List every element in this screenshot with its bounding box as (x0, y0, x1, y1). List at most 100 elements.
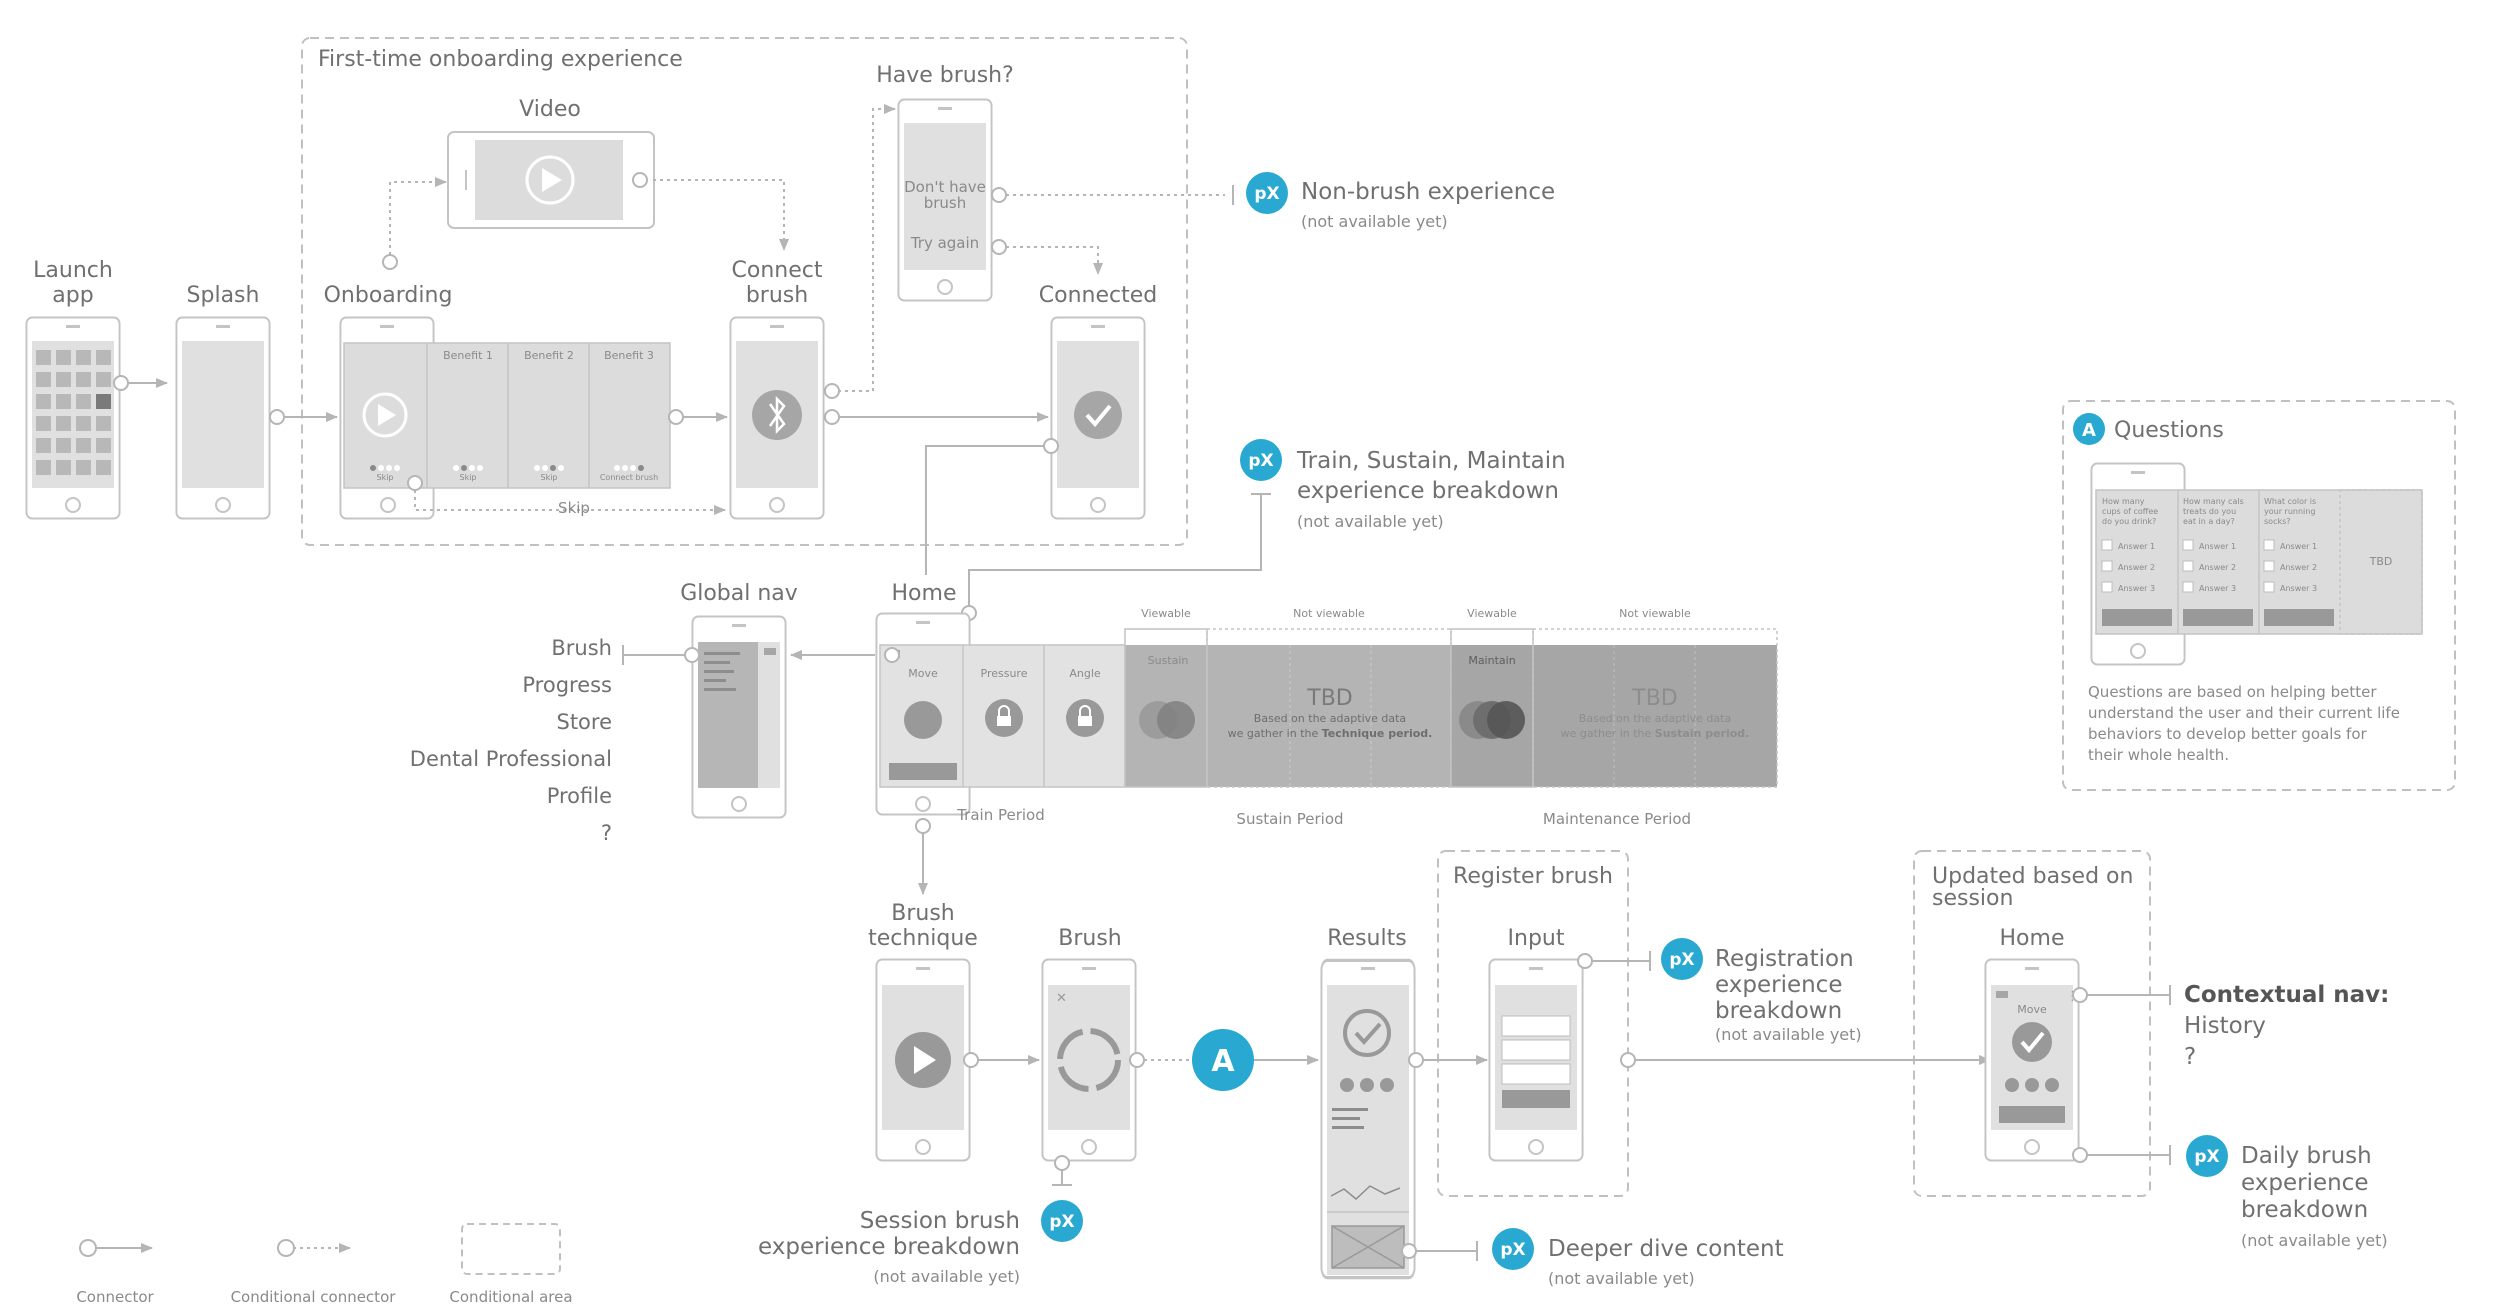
brush-label: Brush (1058, 926, 1122, 951)
connector-node (1401, 1052, 1424, 1259)
contextual-nav-title: Contextual nav: (2184, 982, 2389, 1008)
answer-checkbox[interactable] (2101, 539, 2113, 551)
question-text: What color is (2264, 497, 2316, 506)
app-icon (76, 438, 91, 453)
splash-phone[interactable] (175, 316, 271, 520)
app-icon-grid (36, 350, 111, 475)
launch-phone[interactable] (25, 316, 121, 520)
app-icon (96, 350, 111, 365)
maint-desc-1: Based on the adaptive data (1579, 712, 1731, 725)
questions-node-a[interactable] (1192, 1029, 1254, 1091)
global-nav-phone[interactable] (691, 615, 787, 819)
app-icon (76, 394, 91, 409)
answer-checkbox[interactable] (2182, 581, 2194, 593)
px-badge-daily[interactable] (2186, 1135, 2228, 1177)
answer-checkbox[interactable] (2101, 560, 2113, 572)
answer-checkbox[interactable] (2263, 581, 2275, 593)
close-icon[interactable]: ✕ (1056, 991, 1067, 1006)
global-nav-item[interactable]: Progress (522, 673, 612, 697)
px-badge-label: pX (1049, 1212, 1074, 1232)
answer-checkbox[interactable] (2101, 581, 2113, 593)
answer-label: Answer 2 (2118, 563, 2155, 572)
onboarding-area (301, 37, 1188, 546)
sustain-tile[interactable]: Sustain (1148, 654, 1189, 667)
benefit-1-foot[interactable]: Skip (459, 473, 476, 482)
px-badge-session[interactable] (1041, 1200, 1083, 1242)
brush-phone[interactable] (1041, 958, 1137, 1162)
have-brush-phone[interactable] (897, 98, 993, 302)
global-nav-item[interactable]: ? (601, 821, 612, 845)
answer-label: Answer 2 (2199, 563, 2236, 572)
answer-checkbox[interactable] (2182, 560, 2194, 572)
onboarding-phone[interactable] (339, 316, 435, 520)
contextual-nav-history[interactable]: History (2184, 1013, 2266, 1039)
question-next-button[interactable] (2102, 609, 2172, 626)
global-nav-item[interactable]: Store (556, 710, 612, 734)
onboarding-label: Onboarding (324, 283, 453, 308)
connect-label-2: brush (746, 283, 808, 308)
question-next-button[interactable] (2264, 609, 2334, 626)
question-text: do you drink? (2102, 517, 2156, 526)
page-dot (614, 465, 620, 471)
px-badge-deeper[interactable] (1492, 1228, 1534, 1270)
video-phone-landscape[interactable] (447, 131, 655, 229)
tile-move[interactable]: Move (908, 667, 938, 680)
checkmark-icon (2012, 1022, 2052, 1062)
play-icon[interactable] (362, 392, 408, 438)
benefit-2-foot[interactable]: Skip (540, 473, 557, 482)
tile-angle[interactable]: Angle (1069, 667, 1101, 680)
answer-label: Answer 1 (2280, 542, 2317, 551)
train-sub: (not available yet) (1297, 512, 1444, 531)
question-next-button[interactable] (2183, 609, 2253, 626)
connector (968, 493, 1271, 613)
registration-field-2[interactable] (1501, 1039, 1571, 1061)
session-title-2: experience breakdown (758, 1234, 1020, 1260)
tile-pressure[interactable]: Pressure (981, 667, 1028, 680)
questions-tbd: TBD (2369, 555, 2393, 568)
registration-field-3[interactable] (1501, 1063, 1571, 1085)
legend-conditional-connector: Conditional connector (231, 1288, 397, 1306)
menu-icon[interactable] (1996, 991, 2008, 998)
px-badge-registration[interactable] (1661, 938, 1703, 980)
app-icon (36, 460, 51, 475)
home-phone[interactable] (875, 612, 971, 816)
try-again-option[interactable]: Try again (910, 234, 979, 252)
global-nav-item[interactable]: Dental Professional (410, 747, 612, 771)
question-text: cups of coffee (2102, 507, 2158, 516)
answer-checkbox[interactable] (2263, 560, 2275, 572)
registration-submit-button[interactable] (1502, 1090, 1570, 1108)
app-icon (56, 372, 71, 387)
skip-link[interactable]: Skip (558, 499, 590, 517)
connector-node (2072, 987, 2088, 1163)
px-badge-train[interactable] (1240, 439, 1282, 481)
app-icon (36, 416, 51, 431)
contextual-nav-more[interactable]: ? (2184, 1044, 2196, 1070)
dont-have-brush-option-2[interactable]: brush (924, 194, 967, 212)
registration-title-3: breakdown (1715, 998, 1842, 1024)
deeper-title: Deeper dive content (1548, 1236, 1784, 1262)
benefit-3-foot[interactable]: Connect brush (600, 473, 658, 482)
px-badge-non-brush[interactable] (1246, 172, 1288, 214)
legend-connector: Connector (76, 1288, 154, 1306)
answer-checkbox[interactable] (2263, 539, 2275, 551)
page-dot (622, 465, 628, 471)
home-label: Home (892, 581, 957, 606)
maint-desc-2: we gather in the Sustain period. (1561, 727, 1750, 740)
technique-label-1: Brush (891, 901, 955, 926)
answer-label: Answer 1 (2118, 542, 2155, 551)
page-dot (394, 465, 400, 471)
page-dot (534, 465, 540, 471)
onboarding-skip-foot[interactable]: Skip (376, 473, 393, 482)
global-nav-item[interactable]: Profile (547, 784, 612, 808)
answer-checkbox[interactable] (2182, 539, 2194, 551)
connector (978, 1055, 1319, 1186)
px-badge-label: pX (1500, 1240, 1525, 1260)
checkmark-icon (1343, 1009, 1391, 1057)
registration-field-1[interactable] (1501, 1015, 1571, 1037)
maintain-tile[interactable]: Maintain (1468, 654, 1515, 667)
question-text: socks? (2264, 517, 2291, 526)
global-nav-item[interactable]: Brush (551, 636, 612, 660)
launch-label-2: app (52, 283, 93, 308)
dont-have-brush-option[interactable]: Don't have (904, 178, 986, 196)
connector-node (915, 818, 931, 834)
